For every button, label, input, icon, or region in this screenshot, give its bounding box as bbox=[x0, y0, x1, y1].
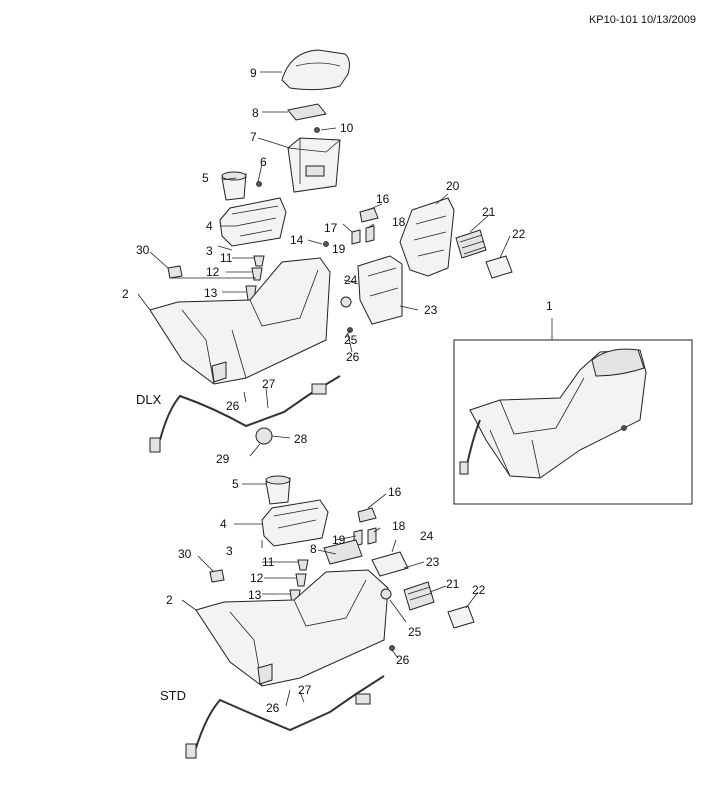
callout-number: 21 bbox=[446, 577, 460, 591]
screw-14 bbox=[323, 241, 329, 247]
power-outlet bbox=[485, 255, 513, 279]
callout-number: 26 bbox=[346, 350, 360, 364]
callout-number: 11 bbox=[220, 251, 233, 265]
callout-number: 19 bbox=[332, 533, 346, 547]
power-outlet-std bbox=[447, 605, 475, 629]
callout-number: 22 bbox=[512, 227, 526, 241]
bezel-16 bbox=[359, 207, 379, 223]
storage-mat-std bbox=[323, 539, 363, 565]
switch-12-std bbox=[295, 573, 307, 587]
callout-number: 16 bbox=[376, 192, 390, 206]
clip bbox=[256, 181, 262, 187]
switch-11-std bbox=[297, 559, 309, 571]
cup-holder-insert bbox=[221, 171, 247, 201]
armrest-lid bbox=[281, 49, 350, 91]
callout-number: 25 bbox=[344, 333, 358, 347]
variant-label-dlx: DLX bbox=[136, 392, 162, 407]
callout-number: 13 bbox=[204, 286, 218, 300]
callout-number: 22 bbox=[472, 583, 486, 597]
storage-bin bbox=[287, 137, 341, 193]
callout-number: 2 bbox=[122, 287, 129, 301]
callout-number: 4 bbox=[220, 517, 227, 531]
callout-number: 16 bbox=[388, 485, 402, 499]
callout-number: 24 bbox=[420, 529, 434, 543]
console-tray-std bbox=[261, 499, 329, 547]
inset-frame bbox=[453, 339, 693, 505]
lighter-socket bbox=[255, 427, 273, 445]
console-tray bbox=[219, 197, 287, 247]
storage-mat bbox=[287, 103, 327, 121]
callout-number: 12 bbox=[250, 571, 264, 585]
callout-number: 27 bbox=[298, 683, 312, 697]
switch-17 bbox=[351, 229, 361, 245]
bushing-std bbox=[380, 588, 392, 600]
callout-number: 29 bbox=[216, 452, 230, 466]
screw-std bbox=[389, 645, 395, 651]
callout-number: 30 bbox=[136, 243, 150, 257]
bushing-25 bbox=[340, 296, 352, 308]
callout-number: 6 bbox=[260, 155, 267, 169]
connector bbox=[311, 383, 327, 395]
callout-number: 24 bbox=[344, 273, 358, 287]
callout-number: 23 bbox=[426, 555, 440, 569]
switch-18 bbox=[365, 225, 375, 243]
rear-vent bbox=[455, 229, 487, 259]
callout-number: 18 bbox=[392, 519, 406, 533]
callout-number: 5 bbox=[202, 171, 209, 185]
assembled-console bbox=[459, 348, 647, 479]
callout-number: 26 bbox=[396, 653, 410, 667]
callout-number: 1 bbox=[546, 299, 553, 313]
connector bbox=[355, 693, 371, 705]
callout-number: 3 bbox=[226, 544, 233, 558]
cup-holder-insert-std bbox=[265, 475, 291, 505]
callout-number: 23 bbox=[424, 303, 438, 317]
rear-bracket bbox=[357, 255, 403, 325]
callout-number: 26 bbox=[226, 399, 240, 413]
callout-number: 4 bbox=[206, 219, 213, 233]
switch-11 bbox=[253, 255, 265, 267]
callout-number: 21 bbox=[482, 205, 496, 219]
front-console bbox=[149, 257, 331, 385]
callout-number: 19 bbox=[332, 242, 346, 256]
rear-trim-panel bbox=[399, 197, 455, 277]
rear-bracket-std bbox=[371, 551, 409, 577]
shift-knob-std bbox=[209, 569, 225, 583]
callout-number: 14 bbox=[290, 233, 304, 247]
front-console-std bbox=[195, 569, 389, 687]
callout-number: 25 bbox=[408, 625, 422, 639]
switch-18-std bbox=[367, 527, 377, 545]
callout-number: 8 bbox=[252, 106, 259, 120]
callout-number: 20 bbox=[446, 179, 460, 193]
connector bbox=[149, 437, 161, 453]
wiring-harness bbox=[159, 375, 341, 441]
callout-number: 9 bbox=[250, 66, 257, 80]
callout-number: 2 bbox=[166, 593, 173, 607]
callout-number: 12 bbox=[206, 265, 220, 279]
callout-number: 5 bbox=[232, 477, 239, 491]
callout-number: 26 bbox=[266, 701, 280, 715]
callout-number: 13 bbox=[248, 588, 262, 602]
callout-number: 10 bbox=[340, 121, 354, 135]
callout-number: 30 bbox=[178, 547, 192, 561]
callout-number: 28 bbox=[294, 432, 308, 446]
callout-number: 17 bbox=[324, 221, 338, 235]
diagram-code: KP10-101 10/13/2009 bbox=[588, 14, 696, 26]
variant-label-std: STD bbox=[160, 688, 186, 703]
callout-number: 3 bbox=[206, 244, 213, 258]
wiring-harness-std bbox=[195, 675, 385, 749]
screw bbox=[314, 127, 320, 133]
callout-number: 7 bbox=[250, 130, 257, 144]
callout-number: 11 bbox=[262, 555, 275, 569]
bezel-16-std bbox=[357, 507, 377, 523]
connector bbox=[185, 743, 197, 759]
switch-12 bbox=[251, 267, 263, 281]
rear-vent-std bbox=[403, 581, 435, 611]
callout-number: 27 bbox=[262, 377, 276, 391]
shift-knob bbox=[167, 265, 183, 279]
callout-number: 8 bbox=[310, 542, 317, 556]
callout-number: 18 bbox=[392, 215, 406, 229]
